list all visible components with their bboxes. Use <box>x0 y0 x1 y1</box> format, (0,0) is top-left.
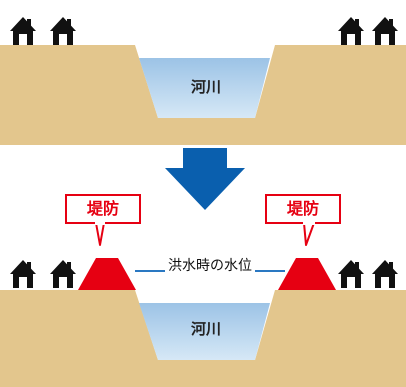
ground <box>0 290 406 387</box>
levee-right-label: 堤防 <box>286 199 319 218</box>
river-water <box>139 58 270 118</box>
levee-right <box>278 258 336 290</box>
before-panel: 河川 <box>0 0 406 145</box>
house-icon <box>50 17 76 45</box>
ground <box>0 45 406 145</box>
river-water <box>139 303 270 360</box>
house-icon <box>338 17 364 45</box>
levee-left <box>78 258 136 290</box>
house-icon <box>372 260 398 288</box>
before-cross-section <box>0 17 406 145</box>
flood-level-label: 洪水時の水位 <box>165 255 255 275</box>
levee-right-callout <box>265 194 341 246</box>
river-label-bottom: 河川 <box>190 320 221 338</box>
after-cross-section <box>0 194 406 387</box>
house-icon <box>10 17 36 45</box>
after-panel: 堤防 堤防 洪水時の水位 河川 <box>0 175 406 387</box>
house-icon <box>10 260 36 288</box>
house-icon <box>50 260 76 288</box>
levee-left-callout <box>65 194 141 246</box>
house-icon <box>338 260 364 288</box>
down-arrow-icon <box>165 148 245 210</box>
house-icon <box>372 17 398 45</box>
levee-left-label: 堤防 <box>86 199 119 218</box>
river-label-top: 河川 <box>190 78 221 96</box>
